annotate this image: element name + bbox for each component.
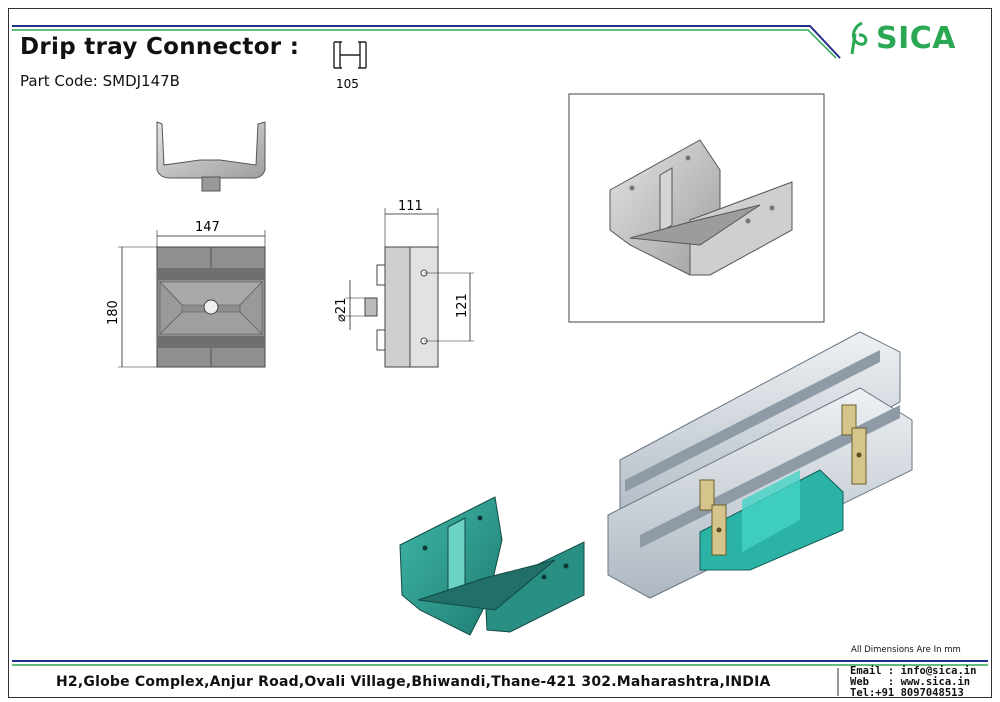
header-rule-green [12,29,837,59]
contact-block: Email : info@sica.in Web : www.sica.in T… [850,666,976,699]
side-view: 111 121 ⌀21 [334,199,474,368]
part-code: Part Code: SMDJ147B [20,72,180,90]
dim-side-111: 111 [398,199,423,214]
iso-assembly [607,331,913,599]
drawing-border [8,8,992,698]
dim-diameter-21: ⌀21 [334,298,349,322]
thumbnail-dimension: 105 [336,77,359,91]
logo-text: SICA [876,20,957,56]
dimension-unit-note: All Dimensions Are In mm [851,645,961,655]
iso-grey-part [609,139,793,276]
page-title: Drip tray Connector : [20,34,300,60]
sica-logo: SICA [846,20,956,56]
company-address: H2,Globe Complex,Anjur Road,Ovali Villag… [56,674,771,690]
profile-thumbnail: 105 [333,41,367,91]
dim-hole-121: 121 [455,293,470,318]
dim-height-180: 180 [106,300,121,325]
sica-logo-icon [850,21,868,55]
iso-teal-part [399,496,585,636]
dim-width-147: 147 [195,220,220,235]
plan-view: 147 180 [106,220,266,368]
contact-email: Email : info@sica.in [850,665,977,677]
contact-tel: Tel:+91 8097048513 [850,687,964,699]
contact-web: Web : www.sica.in [850,676,971,688]
front-view [156,121,266,192]
header-rule-blue [12,25,841,59]
